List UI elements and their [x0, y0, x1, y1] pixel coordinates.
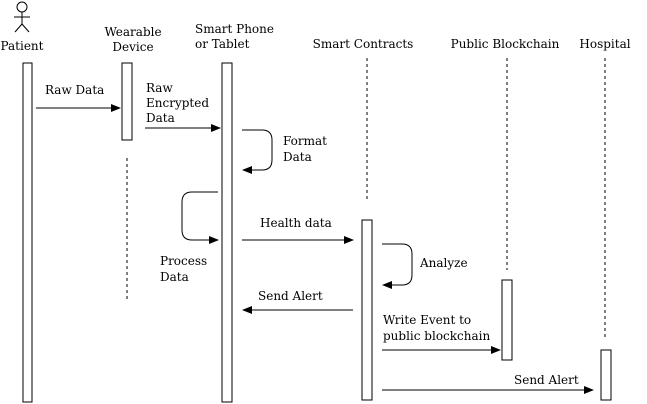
participant-hospital: Hospital: [579, 37, 630, 51]
participant-phone-line1: Smart Phone: [195, 22, 274, 36]
analyze-arrow: [382, 243, 413, 289]
format-data-label-line1: Format: [283, 134, 327, 148]
phone-activation: [221, 62, 233, 403]
patient-actor-icon: [14, 1, 30, 33]
raw-encrypted-label-line3: Data: [146, 111, 175, 125]
send-alert-back-label: Send Alert: [258, 289, 323, 303]
process-data-label-line1: Process: [160, 254, 207, 268]
participant-wearable-line1: Wearable: [104, 25, 161, 39]
raw-encrypted-label-line2: Encrypted: [146, 96, 209, 110]
send-alert-hospital-label: Send Alert: [514, 373, 579, 387]
format-data-arrow: [242, 129, 273, 174]
process-data-label-line2: Data: [160, 270, 189, 284]
write-event-label-line1: Write Event to: [383, 313, 471, 327]
participant-contracts: Smart Contracts: [313, 37, 414, 51]
patient-activation: [22, 62, 33, 403]
analyze-label: Analyze: [419, 256, 468, 270]
wearable-activation: [121, 62, 133, 141]
hospital-activation: [600, 349, 612, 401]
raw-data-label: Raw Data: [45, 83, 104, 97]
participant-phone-line2: or Tablet: [195, 37, 250, 51]
contracts-activation: [361, 219, 373, 401]
blockchain-activation: [501, 279, 513, 361]
format-data-label-line2: Data: [283, 150, 312, 164]
health-data-label: Health data: [260, 216, 332, 230]
participant-blockchain: Public Blockchain: [451, 37, 560, 51]
process-data-arrow: [181, 191, 219, 244]
write-event-label-line2: public blockchain: [383, 329, 490, 343]
raw-encrypted-label-line1: Raw: [146, 81, 173, 95]
participant-wearable-line2: Device: [112, 40, 153, 54]
participant-patient: Patient: [0, 39, 43, 53]
